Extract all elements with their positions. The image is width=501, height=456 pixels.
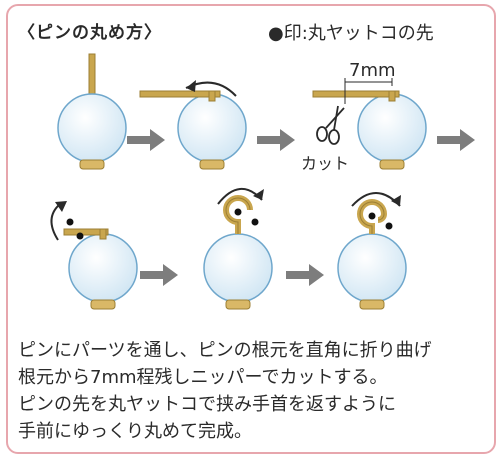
legend: ●印:丸ヤットコの先 bbox=[268, 19, 434, 45]
step-arrow-1 bbox=[127, 129, 165, 151]
step-arrow-4 bbox=[140, 264, 178, 286]
instruction-line: ピンにパーツを通し、ピンの根元を直角に折り曲げ bbox=[18, 340, 432, 361]
step-1-straight-pin bbox=[57, 53, 127, 170]
step-arrow-2 bbox=[257, 129, 295, 151]
cut-label: カット bbox=[301, 154, 349, 173]
step-arrow-5 bbox=[286, 264, 324, 286]
legend-marker: ● bbox=[268, 23, 284, 44]
step-3-cut-pin bbox=[312, 78, 427, 170]
legend-text: 印:丸ヤットコの先 bbox=[283, 23, 434, 44]
step-5-round-pin-half bbox=[203, 188, 273, 310]
step-4-grip-pin bbox=[50, 201, 138, 310]
step-arrow-3 bbox=[437, 129, 475, 151]
scissors-icon bbox=[316, 105, 345, 145]
instructions-text: ピンにパーツを通し、ピンの根元を直角に折り曲げ 根元から7mm程残しニッパーでカ… bbox=[18, 337, 488, 445]
step-2-bend-pin bbox=[139, 80, 247, 170]
instruction-line: ピンの先を丸ヤットコで挟み手首を返すように bbox=[18, 394, 396, 415]
instruction-line: 根元から7mm程残しニッパーでカットする。 bbox=[18, 367, 388, 388]
step-6-completed-loop bbox=[337, 192, 407, 310]
instruction-line: 手前にゆっくり丸めて完成。 bbox=[18, 421, 252, 442]
measure-label: 7mm bbox=[349, 60, 396, 81]
page-title: 〈ピンの丸め方〉 bbox=[18, 23, 162, 43]
